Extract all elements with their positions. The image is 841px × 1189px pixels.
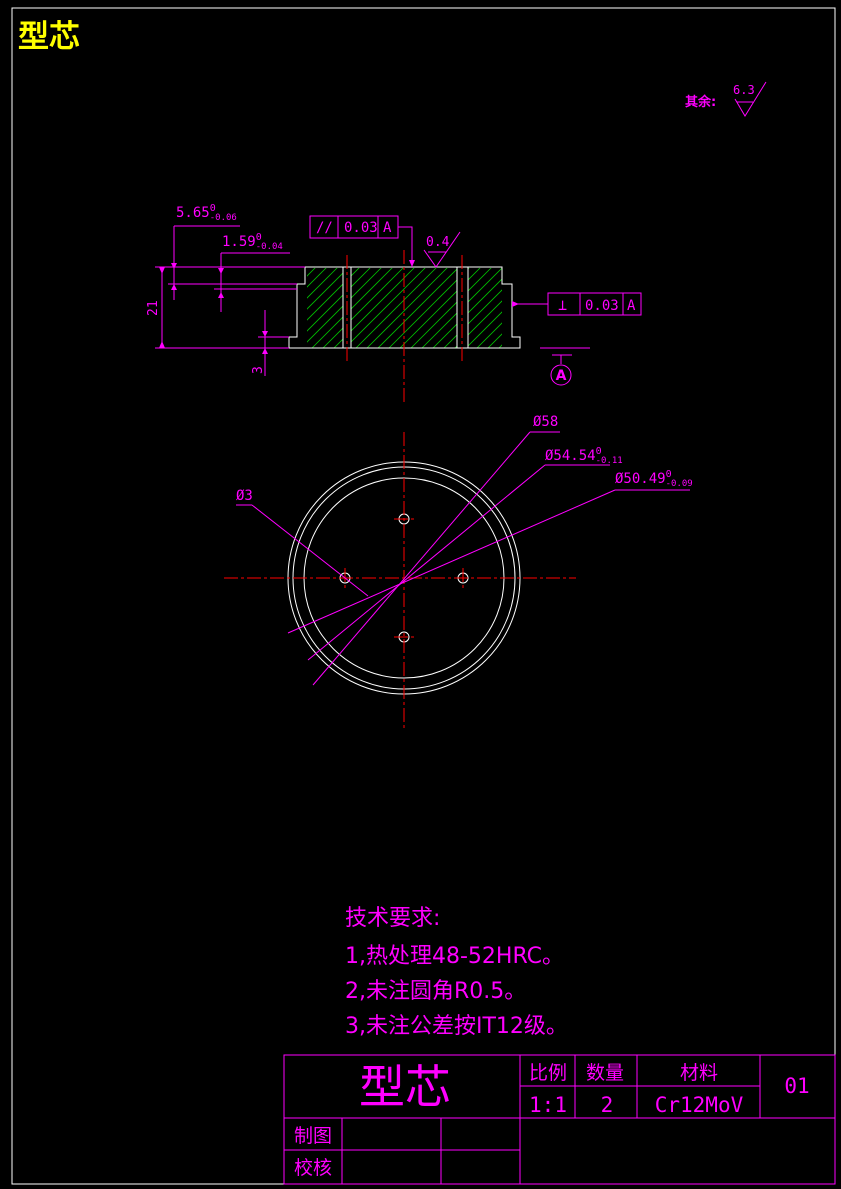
hatch-line — [307, 272, 343, 310]
general-roughness-note: 其余: 6.3 — [685, 81, 767, 117]
hatch-line — [399, 290, 457, 348]
scale-label: 比例 — [529, 1062, 567, 1084]
surface-roughness-0-4: 0.4 — [423, 231, 461, 268]
hatch-line — [366, 268, 448, 348]
dim-5-65: 5.650-0.06 — [176, 203, 237, 223]
perp-value: 0.03 — [585, 298, 619, 314]
quantity-value: 2 — [601, 1093, 614, 1117]
dim-d54-54: Ø54.540-0.11 — [545, 446, 623, 466]
hatch-line — [307, 294, 343, 332]
datum-a-marker: A — [540, 347, 590, 386]
title-block: 型芯 比例 1:1 数量 2 材料 Cr12MoV 01 制图 校核 — [283, 1054, 836, 1185]
dim-d50-49: Ø50.490-0.09 — [615, 469, 693, 489]
quantity-label: 数量 — [586, 1062, 624, 1084]
hatch-line — [351, 268, 426, 343]
hatch-line — [351, 268, 393, 310]
parallel-datum: A — [383, 220, 392, 236]
hatch-line — [351, 268, 415, 332]
part-outline — [288, 266, 521, 349]
hatch-line — [307, 283, 343, 321]
parallelism-tolerance-frame: // 0.03 A — [309, 215, 415, 267]
sheet-border — [11, 7, 836, 1185]
plan-view: Ø58 Ø54.540-0.11 Ø50.490-0.09 Ø3 — [224, 414, 693, 728]
parallel-symbol: // — [316, 220, 333, 236]
hatch-line — [421, 312, 457, 348]
dim-21: 21 — [146, 300, 161, 316]
roughness-value: 6.3 — [733, 83, 755, 97]
roughness-label: 其余: — [685, 94, 716, 110]
hatch-line — [498, 344, 502, 348]
dim-d58: Ø58 — [533, 414, 558, 430]
tech-item-3: 3,未注公差按IT12级。 — [345, 1014, 568, 1039]
hatch-line — [377, 268, 457, 348]
hatch-line — [497, 260, 587, 350]
hatch-line — [307, 305, 343, 343]
technical-requirements: 技术要求: 1,热处理48-52HRC。 2,未注圆角R0.5。 3,未注公差按… — [345, 906, 568, 1039]
hatch-line — [468, 311, 502, 347]
dim-3: 3 — [251, 366, 266, 374]
hatch-line — [351, 268, 404, 321]
section-view: 5.650-0.06 1.590-0.04 21 3 // 0.03 A — [146, 203, 642, 405]
hatch-line — [476, 322, 502, 348]
dim-d3: Ø3 — [236, 488, 253, 504]
hatch-line — [468, 268, 481, 281]
hatch-line — [432, 323, 457, 348]
parallel-value: 0.03 — [344, 220, 378, 236]
scale-value: 1:1 — [529, 1093, 567, 1117]
tech-item-1: 1,热处理48-52HRC。 — [345, 944, 564, 969]
datum-label: A — [556, 368, 567, 384]
perp-datum: A — [627, 298, 636, 314]
hatch-line — [351, 268, 360, 277]
hatch-line — [307, 268, 316, 277]
roughness-symbol-icon — [734, 81, 767, 117]
hatch-line — [311, 316, 343, 348]
hatch-line — [497, 260, 587, 350]
hatch-line — [351, 268, 371, 288]
tech-heading: 技术要求: — [345, 906, 440, 931]
hatch-line — [355, 268, 437, 348]
part-name: 型芯 — [359, 1060, 451, 1114]
hatch-line — [322, 327, 343, 348]
dim-1-59: 1.590-0.04 — [222, 232, 283, 252]
hatch-line — [388, 279, 457, 348]
hatch-line — [468, 300, 502, 336]
hatch-line — [468, 268, 502, 303]
hatch-line — [410, 301, 457, 348]
perp-symbol: ⊥ — [558, 296, 567, 314]
hatch-line — [307, 268, 327, 288]
material-label: 材料 — [680, 1062, 718, 1084]
hatch-line — [487, 333, 502, 348]
svg-text:0.4: 0.4 — [426, 235, 450, 250]
roughness-symbol-icon — [423, 231, 461, 268]
hatch-line — [351, 268, 382, 299]
hatch-line — [307, 268, 338, 299]
hatch-line — [468, 268, 492, 292]
drawn-by-label: 制图 — [294, 1125, 332, 1147]
drawing-number: 01 — [784, 1074, 809, 1098]
checked-by-label: 校核 — [294, 1157, 332, 1179]
perpendicularity-tolerance-frame: ⊥ 0.03 A — [512, 292, 642, 316]
material-value: Cr12MoV — [655, 1093, 744, 1117]
hatch-line — [468, 289, 502, 325]
sheet-title: 型芯 — [18, 19, 80, 55]
tech-item-2: 2,未注圆角R0.5。 — [345, 979, 526, 1004]
section-hatch — [307, 260, 587, 350]
hatch-line — [468, 278, 502, 314]
